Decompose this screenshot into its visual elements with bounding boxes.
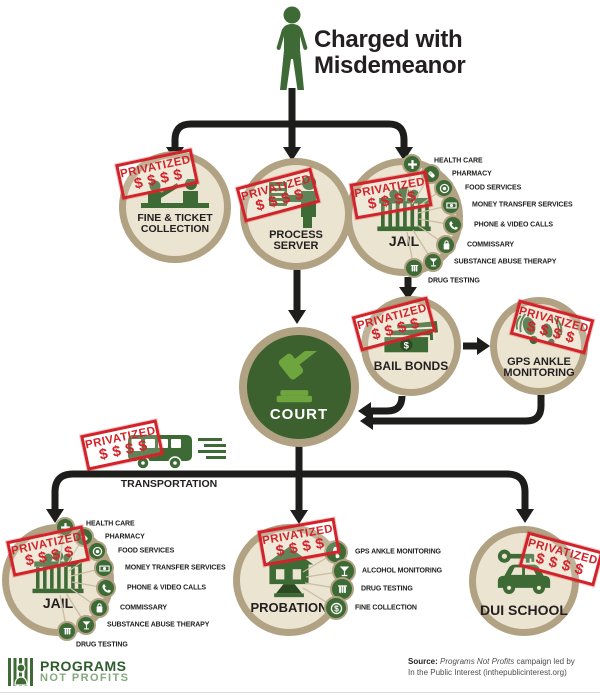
satellite-label: DRUG TESTING [361, 585, 413, 593]
satellite-label: FOOD SERVICES [465, 184, 522, 192]
satellite-label: HEALTH CARE [86, 520, 135, 528]
source-org: In the Public Interest (inthepublicinter… [408, 667, 567, 677]
dui-school-icon [497, 549, 551, 594]
arrow-top-branch [171, 120, 408, 148]
martini-icon [81, 620, 92, 631]
source-attribution: Source: Programs Not Profits campaign le… [408, 657, 594, 679]
test-tubes-icon [336, 583, 349, 596]
logo-line2: NOT PROFITS [40, 672, 130, 684]
bus-icon [128, 432, 234, 472]
satellite-substance-abuse [423, 252, 443, 272]
phone-icon [101, 583, 112, 594]
test-tubes-icon [62, 626, 73, 637]
test-tubes-icon [409, 263, 420, 274]
satellite-label: DRUG TESTING [428, 277, 480, 285]
satellite-phone-video [443, 215, 463, 235]
svg-text:$: $ [404, 340, 410, 351]
programs-not-profits-logo: PROGRAMS NOT PROFITS [8, 657, 129, 687]
probation-icon [264, 547, 314, 598]
satellite-fine-collection [324, 596, 348, 620]
money-transfer-icon [446, 200, 457, 211]
dollar-coin-icon [330, 602, 343, 615]
satellite-money-transfer [441, 195, 461, 215]
satellite-label: SUBSTANCE ABUSE THERAPY [107, 621, 210, 629]
satellite-substance-abuse [76, 615, 96, 635]
node-dui-school: DUI SCHOOL [469, 526, 579, 636]
satellite-label: PHARMACY [105, 533, 145, 541]
source-label: Source: [408, 657, 438, 666]
martini-icon [338, 565, 351, 578]
food-services-icon [92, 546, 103, 557]
bottom-divider [0, 692, 600, 693]
node-fine-ticket-collection: FINE & TICKET COLLECTION [119, 151, 231, 263]
money-transfer-icon [99, 563, 110, 574]
phone-icon [448, 220, 459, 231]
satellite-label: FOOD SERVICES [118, 547, 175, 555]
person-icon [272, 6, 312, 92]
satellite-label: PHARMACY [452, 170, 492, 178]
satellite-drug-testing [57, 621, 77, 641]
arrow-bail-to-court [370, 395, 406, 415]
satellite-label: GPS ANKLE MONITORING [355, 548, 441, 556]
source-campaign: Programs Not Profits [440, 657, 515, 666]
satellite-label: MONEY TRANSFER SERVICES [472, 201, 573, 209]
satellite-label: PHONE & VIDEO CALLS [127, 584, 206, 592]
transportation-label: TRANSPORTATION [120, 478, 218, 490]
food-services-icon [439, 183, 450, 194]
bag-icon [441, 240, 452, 251]
source-rest: campaign led by [514, 657, 575, 666]
node-gps-ankle-monitoring: GPS ANKLE MONITORING [490, 297, 588, 395]
court-gavel-icon [276, 351, 318, 403]
prison-bars-person-icon [8, 658, 33, 686]
gps-ankle-icon [515, 313, 563, 345]
satellite-commissary [436, 235, 456, 255]
satellite-label: DRUG TESTING [76, 641, 128, 649]
satellite-label: SUBSTANCE ABUSE THERAPY [454, 258, 557, 266]
satellite-label: PHONE & VIDEO CALLS [474, 221, 553, 229]
fine-ticket-icon [141, 179, 209, 209]
process-server-icon [269, 175, 316, 228]
satellite-label: COMMISSARY [467, 241, 514, 249]
bag-icon [94, 603, 105, 614]
satellite-label: MONEY TRANSFER SERVICES [125, 564, 226, 572]
satellite-label: COMMISSARY [120, 604, 167, 612]
bail-bonds-icon: $ [382, 319, 441, 355]
satellite-drug-testing [404, 258, 424, 278]
logo-line1: PROGRAMS [40, 658, 127, 674]
node-court: COURT [239, 327, 359, 447]
satellite-label: HEALTH CARE [434, 157, 483, 165]
arrow-gps-to-court [372, 395, 545, 425]
satellite-money-transfer [94, 558, 114, 578]
page-title: Charged with Misdemeanor [314, 26, 466, 79]
satellite-commissary [89, 598, 109, 618]
health-care-icon [407, 159, 418, 170]
satellite-label: FINE COLLECTION [355, 604, 417, 612]
satellite-phone-video [96, 578, 116, 598]
satellite-label: ALCOHOL MONITORING [362, 567, 442, 575]
martini-icon [428, 257, 439, 268]
